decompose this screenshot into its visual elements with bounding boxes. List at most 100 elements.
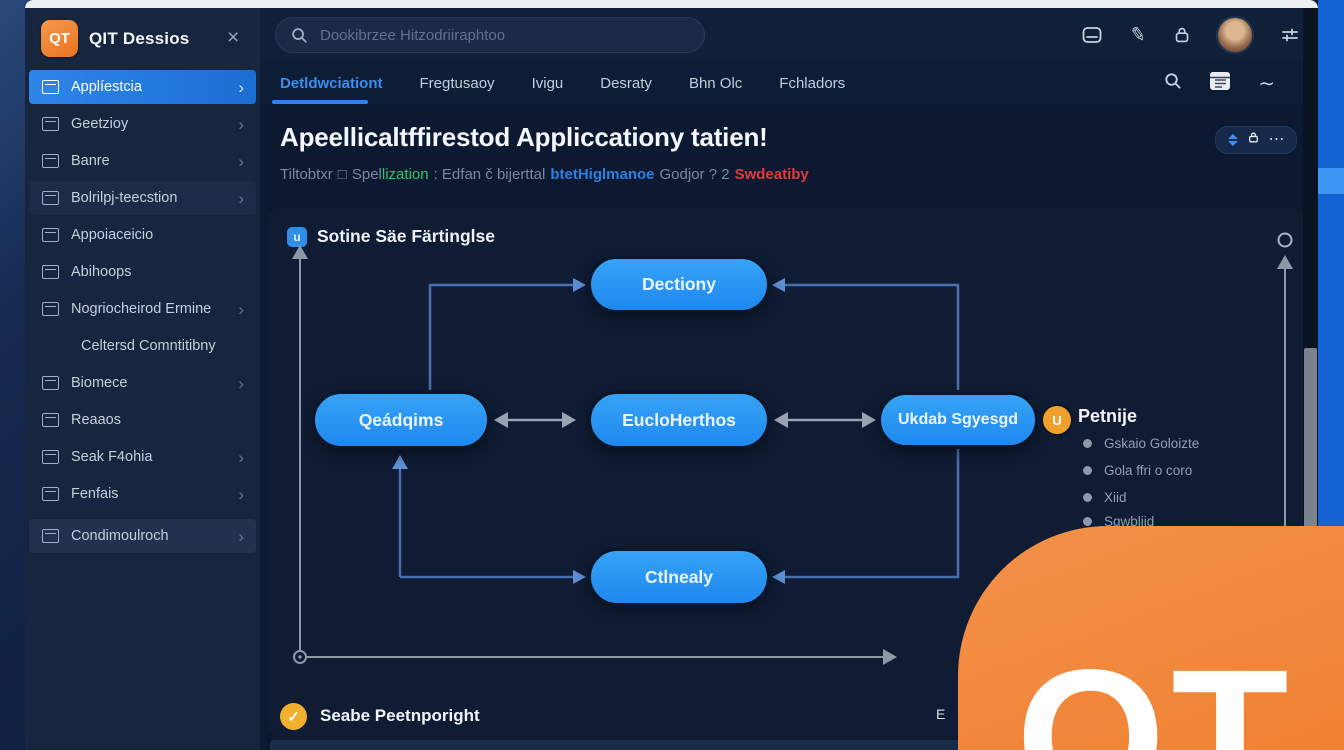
card-icon [42,265,59,279]
legend-item: Sqwbliid [1083,514,1154,529]
chevron-right-icon: › [238,484,244,504]
tabs: Detldwciationt Fregtusaoy Ivigu Desraty … [280,62,845,104]
flowchart-title: Sotine Säe Färtinglse [317,226,495,246]
table-icon [42,302,59,316]
sidebar-item-label: Banre [71,153,110,169]
sidebar-item-applications[interactable]: Applíestcia › [29,70,256,104]
sort-icon[interactable] [1227,134,1238,146]
bullet-icon [1083,493,1092,502]
flow-node-bottom[interactable]: Ctlnealy [588,548,770,606]
sidebar-item-fenfais[interactable]: Fenfais › [29,477,256,511]
tab-bar: Detldwciationt Fregtusaoy Ivigu Desraty … [260,62,1303,106]
subtitle-part: Tiltobtxr [280,166,333,183]
qt-logo-overlay: QT [958,526,1344,750]
sidebar-item-label: Reaaos [71,412,121,428]
sidebar-item-appoiaceicio[interactable]: Appoiaceicio [29,218,256,252]
tabbar-icons: ∼ [1163,62,1275,104]
tilde-icon[interactable]: ∼ [1258,72,1275,95]
sidebar-header: QT QIT Dessios × [25,8,260,70]
bullet-icon [1083,517,1092,526]
sidebar-item-label: Condimoulroch [71,528,169,544]
search-input[interactable] [318,25,662,45]
tab-fchladors[interactable]: Fchladors [779,74,846,92]
panel-icon [42,154,59,168]
chevron-right-icon: › [238,151,244,171]
sidebar-item-seak[interactable]: Seak F4ohia › [29,440,256,474]
flow-node-top[interactable]: Dectiony [588,256,770,313]
sidebar-item-label: Fenfais [71,486,119,502]
sidebar-subitem-comntitibny[interactable]: Celtersd Comntitibny [29,329,256,363]
subtitle-part-green: lization [381,166,429,183]
check-circle-icon: ✓ [280,703,307,730]
legend-item: Gskaio Goloizte [1083,436,1199,451]
sidebar-item-label: Applíestcia [71,79,142,95]
subtitle-link[interactable]: btetHiglmanoe [550,166,655,183]
legend-item-label: Gola ffri o coro [1104,463,1193,478]
sidebar-item-abihoops[interactable]: Abihoops [29,255,256,289]
lock-icon[interactable] [1247,131,1260,149]
app-logo-icon[interactable]: QT [41,20,78,57]
chevron-right-icon: › [238,188,244,208]
search-icon[interactable] [1163,71,1182,95]
chevron-right-icon: › [238,77,244,97]
flow-node-left[interactable]: Qeádqims [312,391,490,449]
header-icons: ✎ [1080,14,1302,56]
sidebar-item-reaaos[interactable]: Reaaos [29,403,256,437]
tab-bhn-olc[interactable]: Bhn Olc [688,74,743,92]
title-actions: ⋯ [1215,126,1297,154]
sidebar: QT QIT Dessios × Applíestcia › Geetzioy … [25,8,260,750]
legend-item-label: Xiid [1104,490,1127,505]
global-search[interactable] [275,17,705,53]
chevron-right-icon: › [238,447,244,467]
subtitle-part: Godjor ? 2 [659,166,730,183]
more-icon[interactable]: ⋯ [1268,131,1285,148]
sidebar-item-biomece[interactable]: Biomece › [29,366,256,400]
sidebar-item-label: Geetzioy [71,116,129,132]
sidebar-item-condimoulroch[interactable]: Condimoulroch › [29,519,256,553]
footer-label: Seabe Peetnporight [320,706,480,725]
footer-partial-text: E [936,706,946,722]
search-icon [292,28,307,43]
window-top-edge [25,0,1318,8]
legend-item-label: Sqwbliid [1104,514,1155,529]
desktop-right-strip-highlight [1318,168,1344,194]
flow-node-right[interactable]: Ukdab Sgyesgd [878,392,1038,448]
tab-fregtusaoy[interactable]: Fregtusaoy [419,74,495,92]
sidebar-item-geetzioy[interactable]: Geetzioy › [29,107,256,141]
send-icon [42,191,59,205]
user-avatar[interactable] [1218,18,1253,52]
sidebar-item-bolrilpj[interactable]: Bolrilpj-teecstion › [29,181,256,215]
sidebar-item-label: Abihoops [71,264,132,280]
chevron-right-icon: › [238,114,244,134]
square-icon: □ [337,166,347,183]
sidebar-item-label: Celtersd Comntitibny [81,338,216,354]
sidebar-item-banre[interactable]: Banre › [29,144,256,178]
bullet-icon [1083,466,1092,475]
inbox-icon[interactable] [1080,23,1104,47]
sidebar-item-ermine[interactable]: Nogriocheirod Ermine › [29,292,256,326]
legend-item-label: Gskaio Goloizte [1104,436,1200,451]
lock-icon[interactable] [1171,24,1193,46]
bank-icon [42,450,59,464]
window-icon [42,228,59,242]
sliders-icon[interactable] [1278,23,1302,47]
subtitle-part: Spel [351,166,382,183]
tab-desraty[interactable]: Desraty [600,74,652,92]
sidebar-item-label: Nogriocheirod Ermine [71,301,212,317]
table-icon [42,376,59,390]
legend-title: Petnije [1078,406,1138,426]
tab-ivigu[interactable]: Ivigu [531,74,564,92]
tab-detldwciationt[interactable]: Detldwciationt [280,74,383,92]
active-tab-underline [272,100,368,104]
flow-node-center[interactable]: EucloHerthos [588,391,770,449]
checkbox-icon[interactable]: u [287,227,307,247]
legend-item: Xiid [1083,490,1127,505]
legend-item: Gola ffri o coro [1083,463,1192,478]
calendar-icon[interactable] [1209,71,1231,96]
sidebar-close-icon[interactable]: × [227,26,240,49]
legend-badge-icon: U [1041,404,1073,436]
page-title: Apeellicaltffirestod Appliccationy tatie… [280,122,768,152]
subtitle-part-red: Swdeatiby [734,166,809,183]
app-title: QIT Dessios [89,29,190,48]
flowchart-canvas [292,232,1293,700]
